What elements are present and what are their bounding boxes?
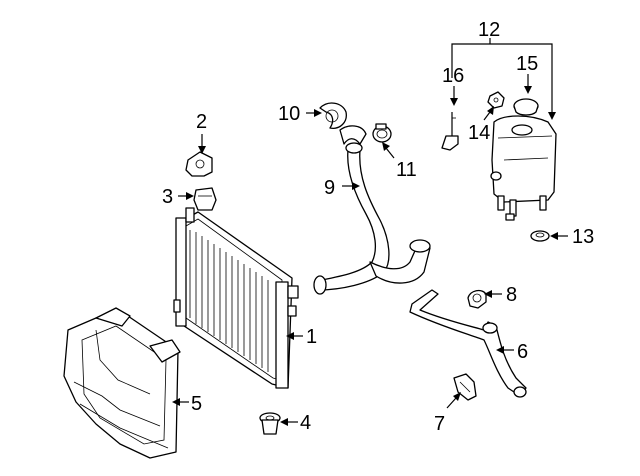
callout-7: 7: [434, 413, 445, 435]
callout-15: 15: [516, 53, 538, 75]
callout-12: 12: [478, 19, 500, 41]
callout-8: 8: [506, 284, 517, 306]
callout-10: 10: [278, 103, 300, 125]
callout-6: 6: [517, 341, 528, 363]
callout-5: 5: [191, 393, 202, 415]
reservoir-mount: [530, 230, 550, 242]
upper-hose: [313, 125, 431, 295]
hose-clip-8: [467, 289, 487, 309]
lower-mount: [259, 412, 281, 435]
upper-bracket: [185, 151, 213, 177]
callout-14: 14: [468, 122, 490, 144]
callout-leaders: [172, 38, 568, 426]
hose-clamp-11: [372, 123, 392, 143]
callout-13: 13: [572, 226, 594, 248]
callout-11: 11: [396, 159, 417, 181]
fan-shroud: [63, 307, 181, 459]
callout-4: 4: [300, 412, 311, 434]
callout-9: 9: [324, 177, 335, 199]
lower-hose: [409, 289, 527, 398]
callout-2: 2: [196, 111, 207, 133]
callout-16: 16: [442, 65, 464, 87]
coolant-reservoir: [490, 115, 557, 221]
radiator: [173, 207, 299, 389]
callout-1: 1: [306, 326, 317, 348]
callout-labels: 1 2 3 4 5 6 7 8 9 10 11 12 13 14 15 16: [162, 19, 594, 435]
level-sensor: [441, 112, 459, 151]
filler-cap: [513, 98, 539, 116]
nut: [487, 91, 505, 109]
callout-3: 3: [162, 186, 173, 208]
insulator: [193, 187, 217, 211]
hose-clamp-10: [319, 102, 347, 129]
hose-clip-7: [453, 373, 477, 401]
